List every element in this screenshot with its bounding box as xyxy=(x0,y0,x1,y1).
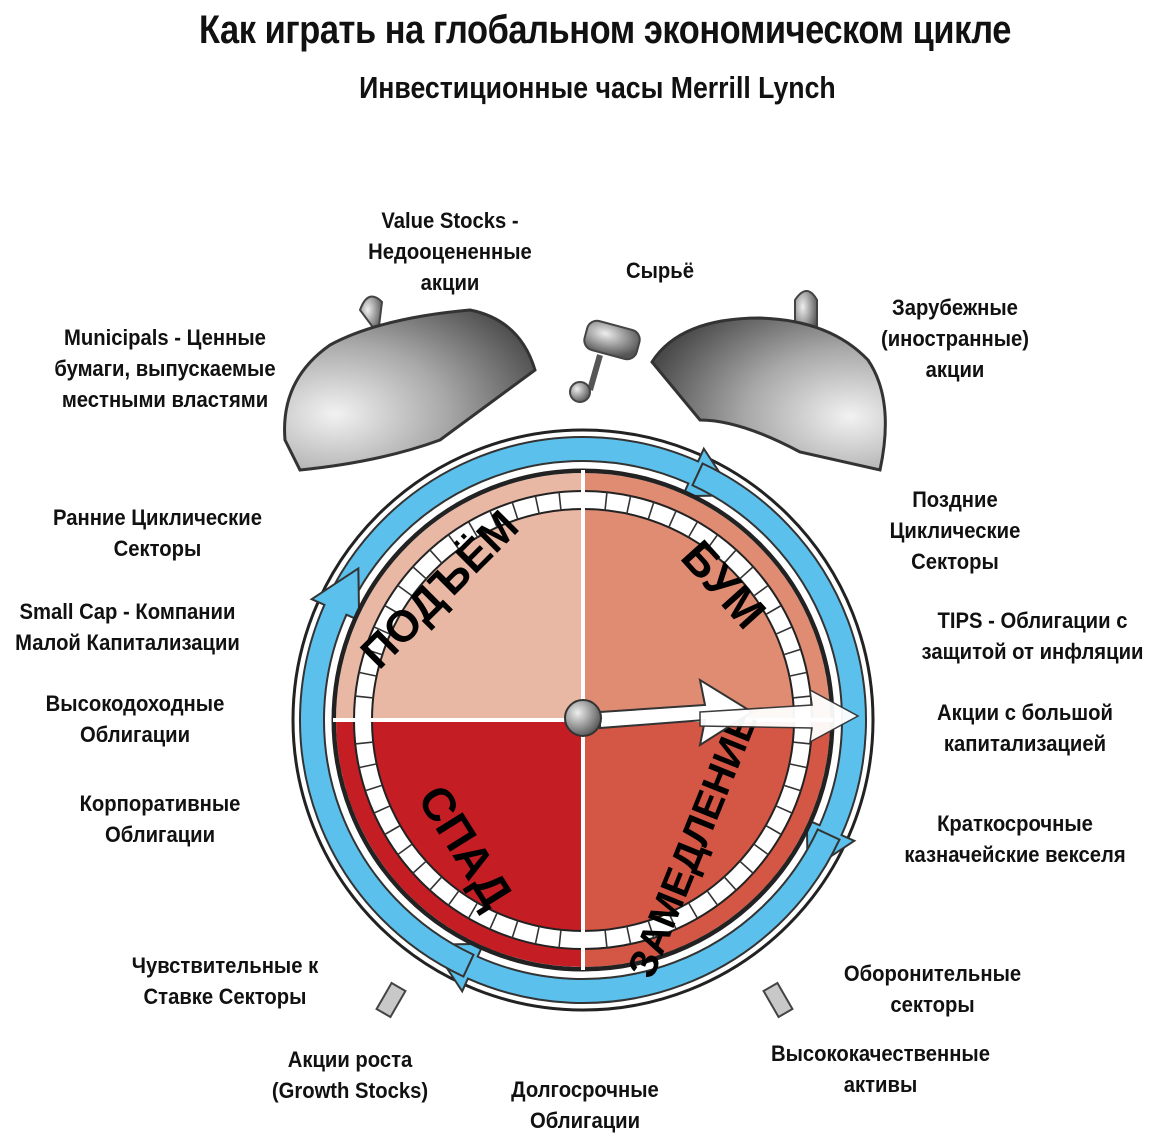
minute-tick xyxy=(647,501,655,520)
minute-tick xyxy=(447,534,460,550)
quadrant-recovery xyxy=(336,473,583,720)
minute-tick xyxy=(355,695,374,699)
minute-tick xyxy=(783,648,802,656)
minute-tick xyxy=(358,763,377,769)
cycle-arrow-3 xyxy=(299,566,475,978)
minute-tick xyxy=(489,510,498,528)
minute-tick xyxy=(775,805,793,814)
minute-tick xyxy=(558,929,562,948)
minute-tick xyxy=(789,763,808,769)
minute-tick xyxy=(753,584,769,597)
minute-tick xyxy=(687,902,699,919)
minute-tick xyxy=(723,549,737,564)
minute-tick xyxy=(412,860,427,874)
label-foreign-stocks: Зарубежные(иностранные)акции xyxy=(880,295,1030,382)
minute-tick xyxy=(765,824,782,836)
page-title: Как играть на глобальном экономическом ц… xyxy=(199,8,1011,52)
cycle-arrow-1 xyxy=(691,462,867,874)
minute-tick xyxy=(384,604,401,616)
right-bell xyxy=(650,290,887,472)
minute-tick xyxy=(511,920,519,939)
quadrant-slowdown xyxy=(583,720,830,967)
minute-tick xyxy=(373,805,391,814)
minute-tick xyxy=(604,929,608,948)
cycle-arrow-ring xyxy=(299,436,867,1004)
clock-center-pivot xyxy=(564,699,602,737)
minute-tick xyxy=(534,495,540,514)
minute-tick xyxy=(489,912,498,930)
minute-tick xyxy=(792,741,811,745)
minute-tick xyxy=(373,626,391,635)
clock-legs xyxy=(375,981,794,1019)
minute-tick xyxy=(384,824,401,836)
cycle-arrow-0 xyxy=(315,436,737,633)
cycle-arrow-2 xyxy=(429,828,841,1004)
label-growth-stocks: Акции роста(Growth Stocks) xyxy=(271,1047,429,1103)
minute-tick xyxy=(626,495,632,514)
left-bell xyxy=(283,295,537,472)
minute-tick xyxy=(687,521,699,538)
left-bell-knob xyxy=(358,295,384,337)
minute-tick xyxy=(467,902,479,919)
minute-tick xyxy=(397,843,413,856)
minute-tick xyxy=(355,741,374,745)
minute-tick xyxy=(789,671,808,677)
minute-tick xyxy=(429,549,443,564)
quadrant-boom xyxy=(583,473,830,720)
phase-quadrants xyxy=(336,473,830,967)
minute-tick xyxy=(358,671,377,677)
minute-tick xyxy=(397,584,413,597)
minute-tick xyxy=(739,566,754,580)
minute-tick xyxy=(558,492,562,511)
minute-tick xyxy=(511,501,519,520)
minute-tick xyxy=(706,890,719,906)
minute-tick xyxy=(739,860,754,874)
minute-tick xyxy=(604,492,608,511)
clock-hand-arrow xyxy=(599,677,860,748)
minute-tick xyxy=(765,604,782,616)
minute-tick xyxy=(534,926,540,945)
minute-tick xyxy=(447,890,460,906)
minute-tick xyxy=(647,920,655,939)
page-subtitle: Инвестиционные часы Merrill Lynch xyxy=(359,70,836,105)
minute-tick xyxy=(792,695,811,699)
minute-tick xyxy=(467,521,479,538)
minute-tick xyxy=(783,784,802,792)
minute-tick xyxy=(723,876,737,891)
minute-tick xyxy=(668,912,677,930)
minute-tick xyxy=(753,843,769,856)
minute-tick xyxy=(429,876,443,891)
minute-tick xyxy=(775,626,793,635)
minute-tick xyxy=(364,784,383,792)
quadrant-recession xyxy=(336,720,583,967)
minute-tick xyxy=(364,648,383,656)
minute-tick xyxy=(626,926,632,945)
minute-tick xyxy=(412,566,427,580)
label-commodities: Сырьё xyxy=(626,258,694,283)
minute-tick xyxy=(668,510,677,528)
hammer xyxy=(569,319,641,403)
minute-tick xyxy=(706,534,719,550)
